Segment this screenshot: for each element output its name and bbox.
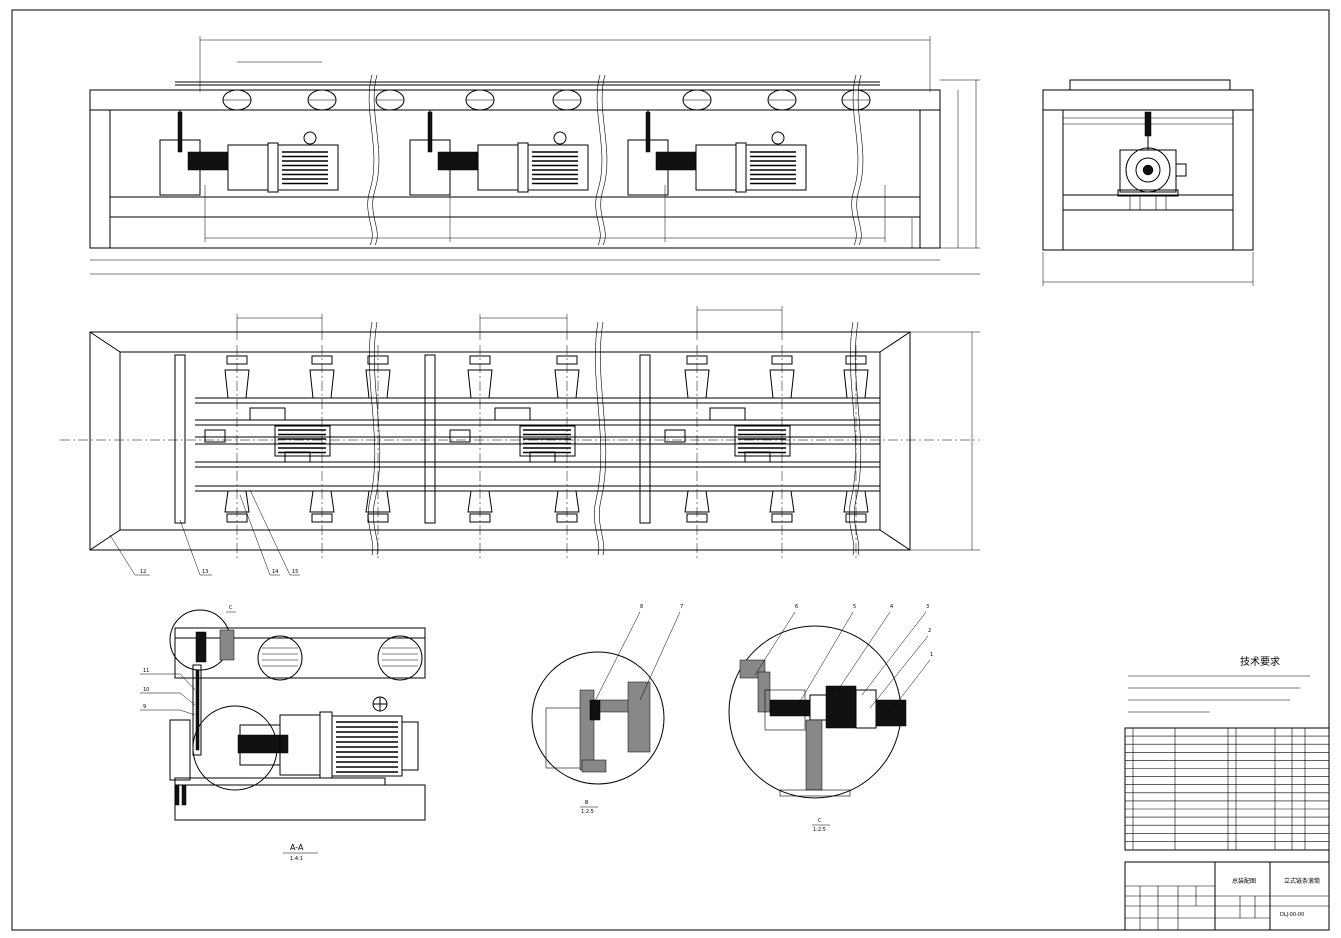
balloon-5: 5: [853, 604, 856, 610]
balloon-2: 2: [928, 628, 931, 634]
detail-b-title: B: [585, 800, 589, 806]
balloon-c-ref: C: [229, 605, 233, 611]
balloon-4: 4: [890, 604, 893, 610]
balloon-12: 12: [140, 569, 146, 575]
top-view: 12 13 14 15: [60, 306, 980, 576]
detail-c-view: 6 5 4 3 2 1 C 1:2.5: [728, 604, 933, 833]
drawing-name: 总装配图: [1232, 877, 1256, 885]
sprocket-7: [767, 89, 797, 111]
bill-of-materials: [1124, 727, 1330, 863]
sprocket-4: [465, 89, 495, 111]
drawing-number: DLJ-00-00: [1280, 912, 1304, 918]
balloon-9: 9: [143, 704, 146, 710]
roller-6: [684, 345, 710, 560]
drive-unit-1: [159, 110, 339, 196]
roller-2: [309, 345, 335, 560]
roller-7: [769, 345, 795, 560]
side-view: [1042, 79, 1254, 286]
balloon-8: 8: [640, 604, 643, 610]
sprocket-8: [841, 89, 871, 111]
tech-req-title: 技术要求: [1240, 655, 1280, 668]
balloon-11: 11: [143, 668, 149, 674]
roller-3: [365, 345, 391, 560]
detail-b-scale: 1:2.5: [581, 809, 594, 815]
detail-c-scale: 1:2.5: [813, 827, 826, 833]
balloon-7: 7: [680, 604, 683, 610]
roller-8: [843, 345, 869, 560]
detail-b-view: 8 7 B 1:2.5: [531, 604, 683, 815]
sprocket-1: [222, 89, 252, 111]
balloon-13: 13: [202, 569, 208, 575]
balloon-1: 1: [930, 652, 933, 658]
drive-unit-2: [409, 110, 589, 196]
sprocket-2: [307, 89, 337, 111]
front-view: [89, 36, 980, 275]
sprocket-5: [552, 89, 582, 111]
project-name: 立式链条滚筒: [1284, 877, 1320, 885]
section-aa-title: A-A: [290, 843, 304, 852]
section-aa-scale: 1:4:1: [290, 856, 303, 862]
section-aa-view: 11 10 9 C A-A 1:4:1: [140, 605, 426, 862]
drive-unit-top-1: [204, 407, 331, 463]
detail-c-title: C: [818, 818, 822, 824]
balloon-15: 15: [292, 569, 298, 575]
balloon-6: 6: [795, 604, 798, 610]
sprocket-3: [375, 89, 405, 111]
title-block: 总装配图 立式链条滚筒 DLJ-00-00: [1124, 861, 1330, 931]
balloon-14: 14: [272, 569, 278, 575]
sprocket-6: [682, 89, 712, 111]
drive-unit-3: [627, 110, 807, 196]
balloon-3: 3: [926, 604, 929, 610]
roller-1: [224, 345, 250, 560]
roller-4: [467, 345, 493, 560]
technical-requirements: 技术要求: [1128, 655, 1310, 713]
sheet-border: [11, 9, 1330, 931]
balloon-10: 10: [143, 687, 149, 693]
roller-5: [554, 345, 580, 560]
drive-unit-top-2: [449, 407, 576, 463]
drive-unit-top-3: [664, 407, 791, 463]
